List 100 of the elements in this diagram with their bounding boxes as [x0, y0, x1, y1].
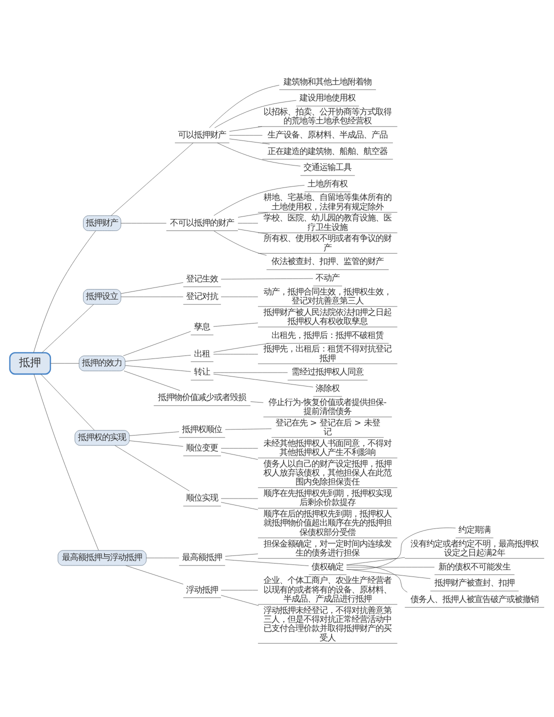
connector — [120, 222, 166, 223]
node-text: 最高额抵押 — [182, 552, 222, 562]
node-text: 顺序在先抵押权先到期，抵押权实现后剩余价款提存 — [264, 488, 392, 507]
connector — [346, 527, 456, 570]
node-text: 所有权、使用权不明或者有争议的财产 — [264, 232, 392, 252]
node-text: 抵押先，出租后：租赁不得对抗登记抵押 — [264, 343, 392, 362]
node-text: 债务人、抵押人被宣告破产或被撤销 — [410, 593, 538, 604]
node-text: 孳息 — [194, 321, 210, 331]
connector — [225, 558, 309, 566]
node-text: 停止行为-恢复价值或者提供担保-提前清偿债务 — [268, 396, 387, 416]
node-box: 抵押权的实现 — [74, 430, 130, 446]
connector — [214, 230, 267, 256]
connector — [209, 84, 280, 128]
connector — [346, 556, 406, 565]
connector — [34, 373, 99, 550]
connector — [220, 278, 314, 279]
node-box: 抵押 — [9, 352, 52, 374]
node-text: 以招标、拍卖、公开协商等方式取得的荒地等土地承包经营权 — [264, 106, 392, 126]
node-text: 浮动抵押未经登记，不得对抗善意第三人，但是不得对抗正常经营活动中已支付合理价款并取得抵押财产的买受人 — [264, 604, 392, 642]
connector — [110, 142, 194, 216]
connector — [213, 322, 258, 326]
node-box: 抵押设立 — [83, 288, 122, 304]
node-text: 正在建造的建筑物、船舶、航空器 — [268, 145, 388, 156]
node-text: 顺位变更 — [186, 442, 218, 452]
node-box: 抵押的效力 — [78, 355, 126, 371]
node-text: 登记对抗 — [186, 290, 218, 300]
node-box: 最高额抵押与浮动抵押 — [58, 550, 146, 566]
connector — [220, 589, 258, 590]
connector — [214, 184, 305, 216]
node-text: 抵押财产被查封、扣押 — [434, 577, 514, 588]
connector — [250, 400, 264, 402]
connector — [124, 370, 180, 390]
connector — [129, 431, 180, 436]
connector — [238, 222, 258, 223]
node-text: 涤除权 — [316, 382, 340, 393]
node-box: 抵押财产 — [83, 214, 122, 230]
connector — [120, 282, 184, 294]
node-text: 可以抵押财产 — [178, 128, 226, 139]
node-text: 新的债权不可能发生 — [438, 560, 510, 571]
node-text: 浮动抵押 — [186, 584, 218, 594]
node-text: 抵押物价值减少或者毁损 — [158, 392, 246, 402]
connector — [220, 451, 258, 460]
node-text: 未经其他抵押权人书面同意，不得对其他抵押权人产生不利影响 — [264, 437, 392, 457]
connector — [220, 594, 259, 606]
node-text: 抵押权顺位 — [182, 424, 222, 434]
node-text: 建筑物和其他土地附着物 — [284, 76, 372, 86]
node-text: 不可以抵押的财产 — [170, 216, 234, 227]
connector — [346, 564, 408, 592]
node-text: 没有约定或者约定不明，最高抵押权设定之日起满2年 — [410, 538, 538, 557]
node-text: 约定期满 — [458, 524, 490, 534]
node-text: 出租先，抵押后：抵押不破租赁 — [272, 329, 384, 340]
connector — [126, 564, 184, 584]
connector — [124, 364, 191, 372]
connector — [220, 502, 258, 510]
connector — [33, 230, 96, 352]
node-text: 建设用地使用权 — [300, 92, 356, 102]
connector — [225, 553, 258, 556]
node-text: 债权确定 — [312, 560, 344, 571]
node-text: 生产设备、原材料、半成品、产品 — [268, 128, 388, 139]
connector — [129, 440, 184, 446]
node-text: 土地所有权 — [308, 178, 348, 188]
connector — [40, 373, 95, 430]
connector — [238, 212, 268, 218]
connector — [229, 134, 263, 136]
connector — [238, 228, 268, 234]
connector — [225, 428, 272, 430]
node-text: 转让 — [194, 366, 210, 376]
connector — [213, 373, 314, 387]
connector — [214, 100, 296, 128]
node-text: 耕地、宅基地、自留地等集体所有的土地使用权，法律另有规定除外 — [264, 192, 392, 211]
node-text: 企业、个体工商户、农业生产经营者以现有的或者将有的设备、原材料、半成品、产成品进行抵押 — [264, 574, 392, 603]
connector — [146, 557, 180, 558]
node-text: 需经过抵押权人同意 — [292, 366, 364, 376]
connector — [114, 444, 190, 491]
connector — [229, 138, 270, 144]
node-text: 顺位实现 — [186, 492, 218, 502]
connector — [213, 342, 270, 352]
node-text: 动产，抵押合同生效，抵押权生效，登记对抗善意第三人 — [264, 286, 392, 306]
node-text: 登记在先 > 登记在后 > 未登记 — [275, 416, 380, 436]
connector — [346, 568, 431, 578]
node-text: 登记生效 — [186, 272, 218, 283]
node-text: 交通运输工具 — [304, 162, 352, 172]
connector — [220, 296, 258, 297]
connector — [42, 304, 94, 352]
connector — [124, 354, 191, 361]
connector — [213, 353, 258, 354]
connector — [50, 362, 80, 364]
node-text: 不动产 — [316, 272, 340, 282]
connector — [229, 126, 262, 132]
node-text: 抵押财产被人民法院依法扣押之日起抵押权人有权收取孳息 — [264, 306, 392, 326]
node-text: 学校、医院、幼儿园的教育设施、医疗卫生设施 — [264, 212, 392, 232]
node-text: 债务人以自己的财产设定抵押，抵押权人放弃该债权，其他担保人在此范围内免除担保责任 — [264, 458, 392, 486]
node-text: 担保金额确定，对一定时间内连续发生的债务进行担保 — [264, 538, 392, 557]
connector — [346, 566, 435, 567]
node-text: 依法被查封、扣押、监管的财产 — [272, 256, 384, 266]
node-text: 顺序在后的抵押权先到期，抵押权人就抵押物价值超出顺序在先的抵押担保债权部分受偿 — [264, 508, 392, 536]
connector — [123, 330, 191, 356]
connector — [217, 142, 301, 166]
node-text: 出租 — [194, 348, 210, 358]
connector — [120, 296, 184, 297]
